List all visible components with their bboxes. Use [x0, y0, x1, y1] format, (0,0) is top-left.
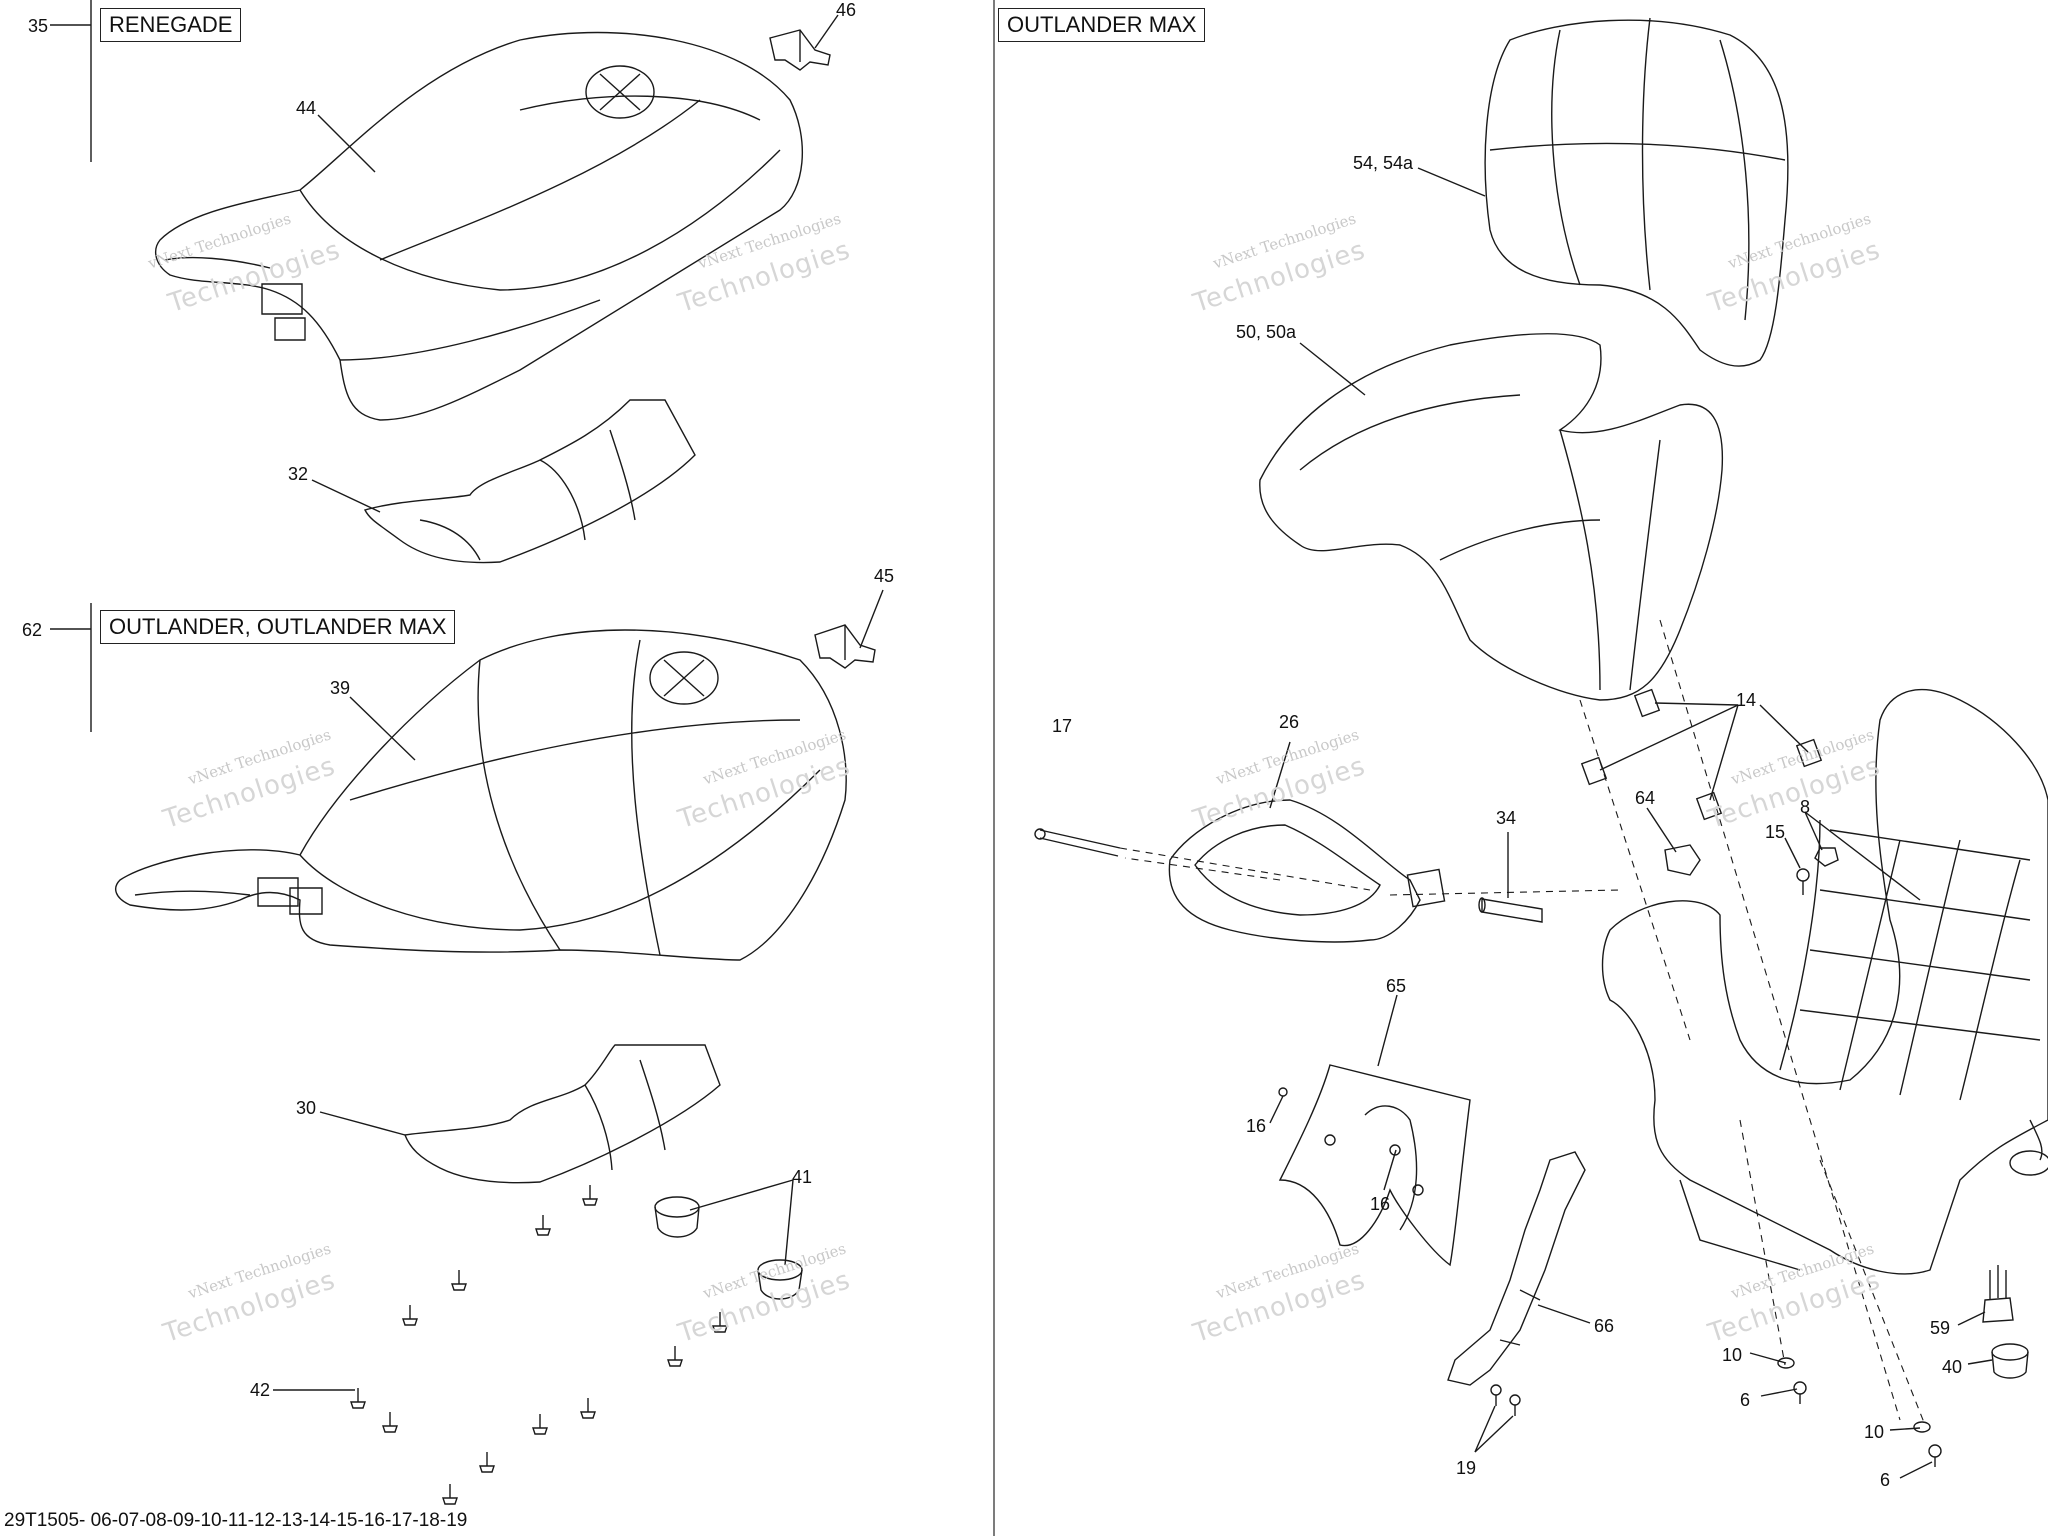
outlander-seat-39	[116, 630, 847, 960]
callout-50: 50, 50a	[1236, 322, 1297, 342]
callout-10-upper: 10	[1722, 1345, 1743, 1365]
callout-14: 14	[1736, 690, 1757, 710]
callout-59: 59	[1930, 1318, 1951, 1338]
callout-64: 64	[1635, 788, 1656, 808]
pin-17	[1035, 829, 1120, 856]
callout-46: 46	[836, 0, 857, 20]
clips-14	[1582, 690, 1821, 820]
callout-39: 39	[330, 678, 351, 698]
grommet-41	[655, 1197, 802, 1299]
spacer-34	[1479, 898, 1542, 922]
clip-64	[1665, 845, 1700, 875]
renegade-seat-44	[156, 33, 803, 421]
bolts-19	[1491, 1385, 1520, 1416]
washer-10-upper	[1778, 1358, 1794, 1368]
callout-45: 45	[874, 566, 895, 586]
renegade-title: RENEGADE	[100, 8, 242, 42]
renegade-group-callout: 35	[28, 16, 49, 36]
washer-10-lower	[1914, 1422, 1930, 1432]
callout-44: 44	[296, 98, 317, 118]
callout-10-lower: 10	[1864, 1422, 1885, 1442]
callout-41: 41	[792, 1167, 813, 1187]
callout-54: 54, 54a	[1353, 153, 1414, 173]
bracket-45	[815, 625, 875, 668]
bolt-6-lower	[1929, 1445, 1941, 1467]
washer-8	[1815, 848, 1838, 866]
backrest-54	[1485, 18, 1788, 366]
callout-16-a: 16	[1246, 1116, 1267, 1136]
callout-32: 32	[288, 464, 309, 484]
rivet-16	[1279, 1088, 1287, 1096]
callout-66: 66	[1594, 1316, 1615, 1336]
callout-19: 19	[1456, 1458, 1477, 1478]
callout-34: 34	[1496, 808, 1517, 828]
callout-6-lower: 6	[1880, 1470, 1891, 1490]
callout-17: 17	[1052, 716, 1073, 736]
diagram-code: 29T1505- 06-07-08-09-10-11-12-13-14-15-1…	[4, 1510, 468, 1531]
callout-26: 26	[1279, 712, 1300, 732]
callout-16-b: 16	[1370, 1194, 1391, 1214]
side-cover-65	[1280, 1065, 1470, 1265]
studs-42	[351, 1185, 727, 1504]
carrier-frame	[1603, 690, 2048, 1274]
outlander-max-title: OUTLANDER MAX	[998, 8, 1206, 42]
screw-15	[1797, 869, 1809, 895]
outlander-group-callout: 62	[22, 620, 43, 640]
callout-40: 40	[1942, 1357, 1963, 1377]
heat-shield-32	[365, 400, 695, 563]
callout-8: 8	[1800, 797, 1811, 817]
grab-handle-26	[1169, 800, 1444, 942]
outlander-title: OUTLANDER, OUTLANDER MAX	[100, 610, 456, 644]
bracket-46	[770, 30, 830, 70]
bumper-40	[1992, 1344, 2028, 1378]
passenger-seat-50	[1260, 334, 1723, 700]
plug-59	[1983, 1265, 2013, 1322]
callout-15: 15	[1765, 822, 1786, 842]
latch-66	[1448, 1152, 1585, 1385]
callout-65: 65	[1386, 976, 1407, 996]
callout-42: 42	[250, 1380, 271, 1400]
callout-30: 30	[296, 1098, 317, 1118]
callout-6-upper: 6	[1740, 1390, 1751, 1410]
bolt-6-upper	[1794, 1382, 1806, 1404]
heat-shield-30	[405, 1045, 720, 1183]
alignment-lines	[1120, 620, 1925, 1425]
